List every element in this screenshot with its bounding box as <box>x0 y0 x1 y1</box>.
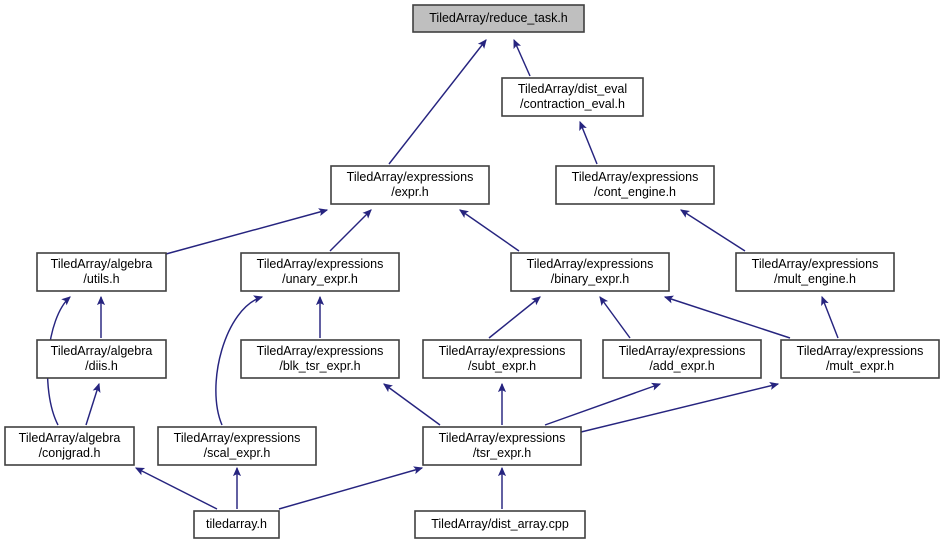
node-label-reduce_task: TiledArray/reduce_task.h <box>429 11 568 25</box>
nodes-layer: TiledArray/reduce_task.hTiledArray/dist_… <box>4 4 940 539</box>
node-label-mult_engine: /mult_engine.h <box>774 272 856 286</box>
dependency-edge <box>388 39 487 165</box>
dependency-edge <box>513 38 531 77</box>
node-label-expr: TiledArray/expressions <box>347 170 474 184</box>
node-box-scal_expr[interactable] <box>157 426 317 466</box>
node-box-reduce_task[interactable] <box>412 4 585 33</box>
node-label-scal_expr: TiledArray/expressions <box>174 431 301 445</box>
dependency-edge <box>599 296 631 339</box>
dependency-edge <box>329 209 372 252</box>
node-label-conjgrad: /conjgrad.h <box>39 446 101 460</box>
node-label-blk_tsr_expr: TiledArray/expressions <box>257 344 384 358</box>
node-label-subt_expr: TiledArray/expressions <box>439 344 566 358</box>
node-box-dist_array[interactable] <box>414 510 586 539</box>
graph-node-scal_expr[interactable]: TiledArray/expressions/scal_expr.h <box>157 426 317 466</box>
node-label-mult_expr: /mult_expr.h <box>826 359 894 373</box>
dependency-edge <box>383 383 441 426</box>
node-box-tiledarray[interactable] <box>193 510 280 539</box>
node-box-binary_expr[interactable] <box>510 252 670 292</box>
node-label-binary_expr: /binary_expr.h <box>551 272 630 286</box>
node-label-utils: /utils.h <box>83 272 119 286</box>
dependency-edge <box>821 295 839 339</box>
graph-node-reduce_task[interactable]: TiledArray/reduce_task.h <box>412 4 585 33</box>
node-box-mult_expr[interactable] <box>780 339 940 379</box>
node-label-utils: TiledArray/algebra <box>51 257 153 271</box>
node-label-contraction_eval: /contraction_eval.h <box>520 97 625 111</box>
node-box-diis[interactable] <box>36 339 167 379</box>
graph-node-subt_expr[interactable]: TiledArray/expressions/subt_expr.h <box>422 339 582 379</box>
node-label-add_expr: TiledArray/expressions <box>619 344 746 358</box>
node-box-tsr_expr[interactable] <box>422 426 582 466</box>
edges-layer <box>46 38 839 510</box>
dependency-edge <box>580 381 780 433</box>
node-box-conjgrad[interactable] <box>4 426 135 466</box>
node-label-tsr_expr: /tsr_expr.h <box>473 446 531 460</box>
node-label-expr: /expr.h <box>391 185 429 199</box>
node-label-cont_engine: TiledArray/expressions <box>572 170 699 184</box>
dependency-edge <box>459 209 520 252</box>
dependency-edge <box>488 296 541 339</box>
node-label-scal_expr: /scal_expr.h <box>204 446 271 460</box>
node-label-dist_array: TiledArray/dist_array.cpp <box>431 517 569 531</box>
graph-node-blk_tsr_expr[interactable]: TiledArray/expressions/blk_tsr_expr.h <box>240 339 400 379</box>
graph-node-conjgrad[interactable]: TiledArray/algebra/conjgrad.h <box>4 426 135 466</box>
graph-node-tiledarray[interactable]: tiledarray.h <box>193 510 280 539</box>
node-label-subt_expr: /subt_expr.h <box>468 359 536 373</box>
dependency-edge <box>278 466 424 510</box>
node-label-cont_engine: /cont_engine.h <box>594 185 676 199</box>
node-label-diis: TiledArray/algebra <box>51 344 153 358</box>
node-label-mult_engine: TiledArray/expressions <box>752 257 879 271</box>
graph-node-contraction_eval[interactable]: TiledArray/dist_eval/contraction_eval.h <box>501 77 644 117</box>
dependency-edge <box>85 382 101 426</box>
node-label-conjgrad: TiledArray/algebra <box>19 431 121 445</box>
graph-node-add_expr[interactable]: TiledArray/expressions/add_expr.h <box>602 339 762 379</box>
node-label-unary_expr: TiledArray/expressions <box>257 257 384 271</box>
dependency-edge <box>544 382 662 426</box>
node-label-unary_expr: /unary_expr.h <box>282 272 358 286</box>
dependency-edge <box>579 120 598 165</box>
graph-node-cont_engine[interactable]: TiledArray/expressions/cont_engine.h <box>555 165 715 205</box>
graph-node-expr[interactable]: TiledArray/expressions/expr.h <box>330 165 490 205</box>
dependency-edge <box>215 295 264 426</box>
graph-node-unary_expr[interactable]: TiledArray/expressions/unary_expr.h <box>240 252 400 292</box>
node-label-binary_expr: TiledArray/expressions <box>527 257 654 271</box>
node-box-add_expr[interactable] <box>602 339 762 379</box>
dependency-edge <box>680 209 746 252</box>
node-label-add_expr: /add_expr.h <box>649 359 714 373</box>
node-label-diis: /diis.h <box>85 359 118 373</box>
node-box-mult_engine[interactable] <box>735 252 895 292</box>
graph-node-mult_engine[interactable]: TiledArray/expressions/mult_engine.h <box>735 252 895 292</box>
node-label-tsr_expr: TiledArray/expressions <box>439 431 566 445</box>
node-label-contraction_eval: TiledArray/dist_eval <box>518 82 627 96</box>
dependency-edge <box>165 208 329 255</box>
node-label-mult_expr: TiledArray/expressions <box>797 344 924 358</box>
node-box-utils[interactable] <box>36 252 167 292</box>
dependency-edge <box>663 295 791 339</box>
node-box-unary_expr[interactable] <box>240 252 400 292</box>
graph-node-tsr_expr[interactable]: TiledArray/expressions/tsr_expr.h <box>422 426 582 466</box>
dependency-edge <box>134 467 218 510</box>
node-label-tiledarray: tiledarray.h <box>206 517 267 531</box>
node-box-blk_tsr_expr[interactable] <box>240 339 400 379</box>
node-label-blk_tsr_expr: /blk_tsr_expr.h <box>279 359 360 373</box>
graph-node-mult_expr[interactable]: TiledArray/expressions/mult_expr.h <box>780 339 940 379</box>
node-box-expr[interactable] <box>330 165 490 205</box>
node-box-contraction_eval[interactable] <box>501 77 644 117</box>
node-box-subt_expr[interactable] <box>422 339 582 379</box>
graph-node-binary_expr[interactable]: TiledArray/expressions/binary_expr.h <box>510 252 670 292</box>
graph-node-diis[interactable]: TiledArray/algebra/diis.h <box>36 339 167 379</box>
graph-node-dist_array[interactable]: TiledArray/dist_array.cpp <box>414 510 586 539</box>
graph-node-utils[interactable]: TiledArray/algebra/utils.h <box>36 252 167 292</box>
node-box-cont_engine[interactable] <box>555 165 715 205</box>
